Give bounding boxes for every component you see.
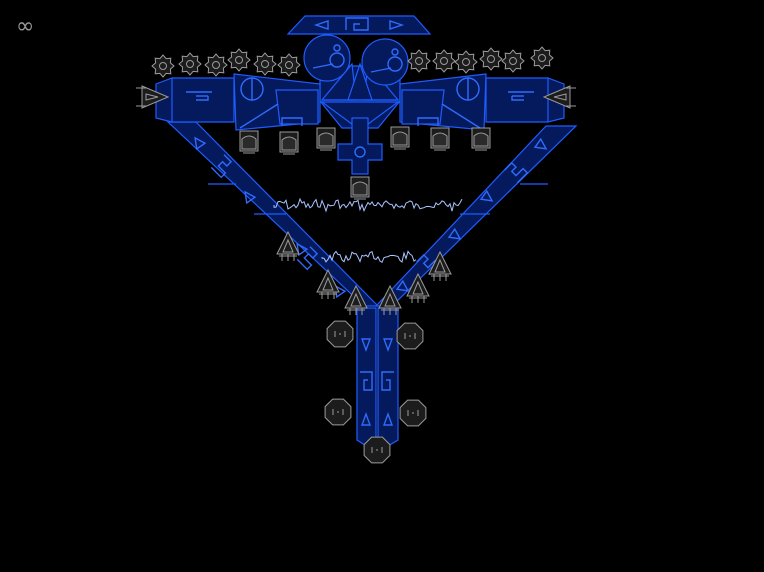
meander-glyph (360, 371, 373, 391)
gear-icon (277, 53, 301, 77)
turret (316, 127, 336, 151)
turret (471, 127, 491, 151)
thruster (276, 230, 300, 261)
top-cap (286, 15, 432, 35)
left-wing-panel (155, 73, 321, 131)
turret (390, 126, 410, 150)
reactor-dome (303, 34, 351, 82)
gear-icon (253, 52, 277, 76)
reactor-dome (361, 38, 409, 86)
arrow-marker (361, 338, 371, 353)
right-diagonal-arm (374, 125, 578, 307)
core-port (354, 146, 366, 158)
gear-icon (501, 49, 525, 73)
cannon (542, 85, 576, 109)
gear-icon (479, 47, 503, 71)
hex-pod (399, 399, 427, 427)
gear-icon (432, 49, 456, 73)
turret (430, 127, 450, 151)
turret (350, 176, 370, 200)
gear-icon (204, 53, 228, 77)
arrow-marker (389, 20, 405, 30)
arrow-marker (383, 338, 393, 353)
meander-glyph (381, 371, 394, 391)
infinity-icon: ∞ (16, 14, 35, 39)
gear-icon (227, 48, 251, 72)
arrow-marker (361, 411, 371, 426)
turret (239, 130, 259, 154)
thruster (378, 284, 402, 315)
meander-glyph (296, 246, 319, 271)
turret (279, 131, 299, 155)
thruster (428, 250, 452, 281)
hex-pod (363, 436, 391, 464)
energy-beam (321, 250, 417, 264)
meander-glyph (504, 161, 529, 184)
gear-icon (151, 54, 175, 78)
thruster (406, 272, 430, 303)
hex-pod (326, 320, 354, 348)
core-cross (337, 117, 383, 175)
arrow-marker (383, 411, 393, 426)
gear-icon (178, 52, 202, 76)
thruster (344, 284, 368, 315)
gear-icon (407, 49, 431, 73)
player-ship (136, 15, 578, 464)
loop-button[interactable]: ∞ (16, 16, 34, 38)
hex-pod (324, 398, 352, 426)
gear-icon (454, 50, 478, 74)
meander-glyph (210, 154, 233, 179)
cannon (136, 85, 170, 109)
hex-pod (396, 322, 424, 350)
thruster (316, 268, 340, 299)
energy-beam (273, 197, 463, 213)
right-wing-panel (399, 73, 565, 131)
meander-glyph (345, 17, 369, 31)
gear-icon (530, 46, 554, 70)
arrow-marker (313, 20, 329, 30)
